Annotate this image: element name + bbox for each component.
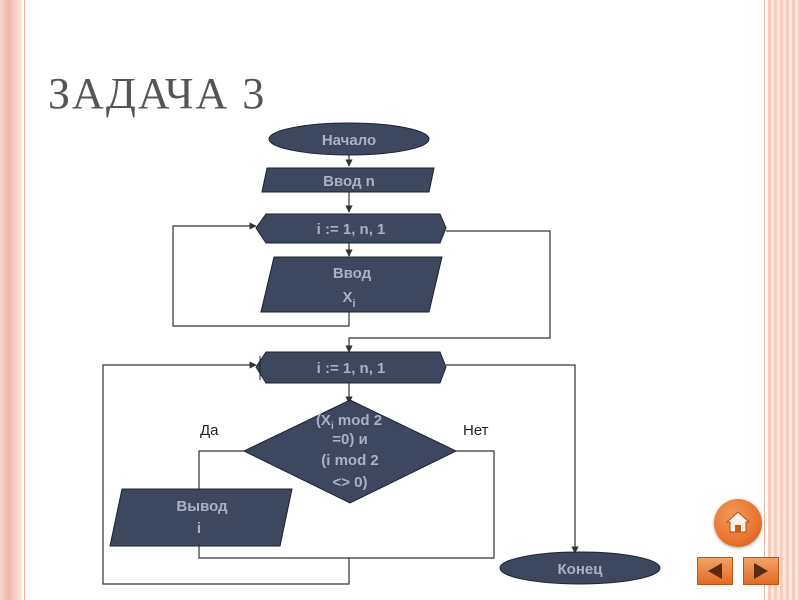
prev-button[interactable] [697, 557, 733, 585]
end-label: Конец [558, 561, 604, 578]
input-x-block [260, 256, 443, 313]
connector-lines [102, 154, 579, 585]
condition-sub: i [331, 421, 334, 432]
slide-frame-left [0, 0, 22, 600]
condition-text-5: <> 0) [332, 474, 367, 491]
next-arrow-icon [754, 563, 768, 579]
condition-text-1: (X [316, 412, 331, 429]
slide-frame-right [768, 0, 800, 600]
input-n-block [261, 167, 435, 193]
condition-text-4: (i mod 2 [321, 452, 379, 469]
input-n-label: Ввод n [323, 173, 375, 190]
output-label: Вывод [176, 498, 228, 515]
loop2-block [255, 351, 447, 384]
yes-label: Да [200, 422, 219, 439]
end-terminal [499, 551, 661, 585]
loop2-label: i := 1, n, 1 [317, 360, 386, 377]
home-icon [725, 511, 751, 533]
prev-arrow-icon [708, 563, 722, 579]
loop1-block [255, 213, 447, 244]
start-label: Начало [322, 132, 376, 149]
condition-text-3: =0) и [332, 431, 368, 448]
next-button[interactable] [743, 557, 779, 585]
frame-divider-left [24, 0, 25, 600]
condition-text-2: mod 2 [334, 412, 382, 429]
start-terminal [268, 122, 430, 156]
output-var-label: i [197, 520, 201, 537]
loop1-label: i := 1, n, 1 [317, 221, 386, 238]
input-x-label: Ввод [333, 265, 372, 282]
condition-block [242, 399, 458, 504]
no-label: Нет [463, 422, 489, 439]
output-block [109, 488, 293, 547]
input-x-sub: i [352, 298, 355, 310]
home-button[interactable] [714, 499, 762, 547]
input-x-var-text: Xi [342, 289, 355, 310]
input-x-var: X [342, 289, 352, 306]
condition-line-1: (Xi mod 2 [316, 412, 382, 432]
slide-title: ЗАДАЧА 3 [48, 69, 267, 118]
frame-divider-right [764, 0, 765, 600]
